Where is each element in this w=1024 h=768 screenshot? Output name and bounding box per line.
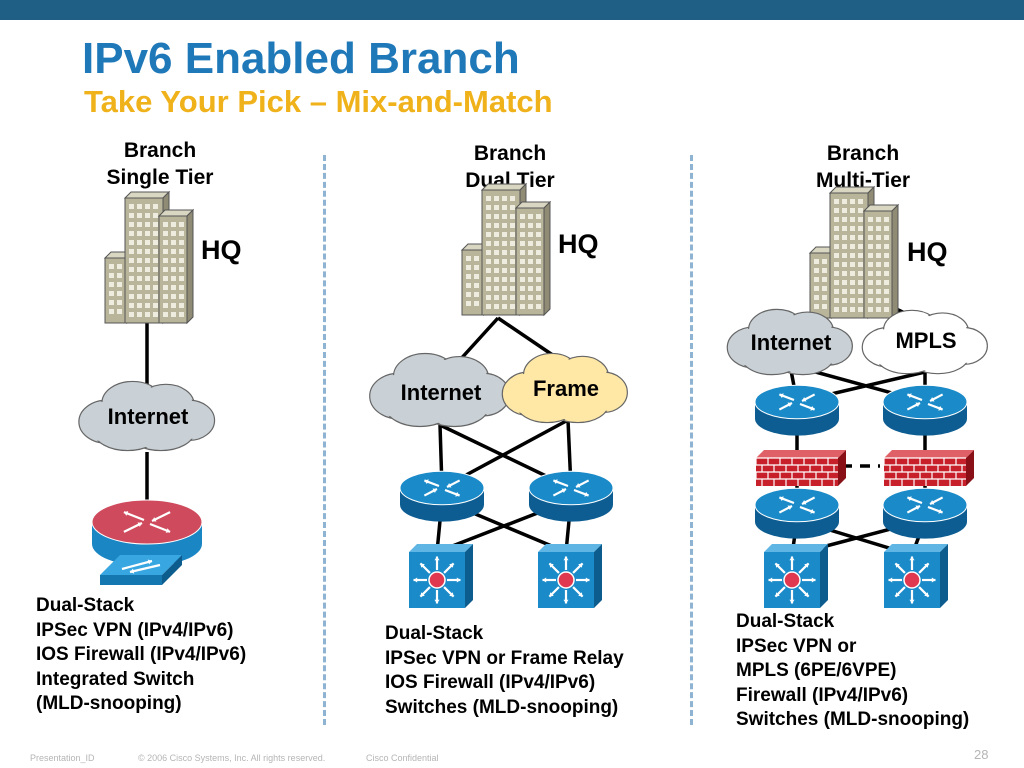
- firewall-icon: [755, 450, 846, 486]
- lan-switch-icon: [100, 555, 182, 585]
- description-line: IPSec VPN or: [736, 635, 857, 657]
- description-line: IOS Firewall (IPv4/IPv6): [385, 672, 596, 693]
- multilayer-switch-icon: [409, 544, 473, 608]
- building-icon: [808, 185, 900, 320]
- description-line: (MLD-snooping): [36, 693, 182, 714]
- slide-subtitle: Take Your Pick – Mix-and-Match: [84, 84, 553, 119]
- cloud-icon: Internet: [78, 380, 216, 452]
- description-line: Dual-Stack: [736, 611, 835, 632]
- column-header-single-tier: Branch Single Tier: [80, 137, 240, 191]
- building-icon: [103, 190, 195, 325]
- router-icon: [528, 470, 614, 522]
- router-icon: [754, 384, 840, 436]
- description-dual-tier: Dual-Stack IPSec VPN or Frame Relay IOS …: [385, 622, 624, 720]
- description-line: IPSec VPN (IPv4/IPv6): [36, 619, 234, 641]
- cloud-icon: Internet: [369, 352, 511, 428]
- cloud-label: Internet: [108, 404, 189, 429]
- header-line: Multi-Tier: [815, 169, 911, 192]
- description-line: Firewall (IPv4/IPv6): [736, 684, 909, 706]
- slide-title: IPv6 Enabled Branch: [82, 34, 520, 83]
- column-separator-2: [690, 155, 693, 725]
- multilayer-switch-icon: [538, 544, 602, 608]
- cloud-label: Internet: [751, 330, 832, 355]
- router-icon: [754, 487, 840, 539]
- description-multi-tier: Dual-Stack IPSec VPN or MPLS (6PE/6VPE) …: [736, 610, 969, 733]
- column-separator-1: [323, 155, 326, 725]
- description-line: Switches (MLD-snooping): [385, 696, 619, 718]
- link-line: [456, 316, 500, 364]
- cloud-label: Internet: [401, 380, 482, 405]
- hq-label-dual-tier: HQ: [558, 229, 599, 259]
- cloud-icon: MPLS: [861, 309, 988, 375]
- multilayer-switch-icon: [884, 544, 948, 608]
- header-line: Branch: [826, 142, 900, 165]
- header-line: Branch: [123, 139, 197, 162]
- cloud-label: Frame: [533, 376, 599, 401]
- router-icon: [882, 384, 968, 436]
- description-line: Dual-Stack: [36, 595, 135, 616]
- router-icon: [882, 487, 968, 539]
- description-line: MPLS (6PE/6VPE): [736, 660, 897, 681]
- description-line: Dual-Stack: [385, 623, 484, 644]
- cloud-label: MPLS: [895, 328, 956, 353]
- description-single-tier: Dual-Stack IPSec VPN (IPv4/IPv6) IOS Fir…: [36, 594, 246, 717]
- cloud-icon: Internet: [726, 308, 853, 376]
- firewall-icon: [883, 450, 974, 486]
- header-line: Branch: [473, 142, 547, 165]
- hq-label-multi-tier: HQ: [907, 237, 948, 267]
- footer-copyright: © 2006 Cisco Systems, Inc. All rights re…: [138, 753, 326, 763]
- footer-presentation-id: Presentation_ID: [30, 753, 95, 763]
- column-header-multi-tier: Branch Multi-Tier: [783, 140, 943, 194]
- description-line: IPSec VPN or Frame Relay: [385, 647, 624, 669]
- cloud-icon: Frame: [501, 352, 628, 424]
- description-line: IOS Firewall (IPv4/IPv6): [36, 644, 247, 665]
- router-icon: [399, 470, 485, 522]
- building-icon: [460, 182, 552, 317]
- description-line: Switches (MLD-snooping): [736, 709, 970, 730]
- hq-label-single-tier: HQ: [201, 235, 242, 265]
- multilayer-switch-icon: [764, 544, 828, 608]
- top-banner: [0, 0, 1024, 20]
- description-line: Integrated Switch: [36, 668, 195, 690]
- header-line: Single Tier: [106, 166, 214, 189]
- footer-confidential: Cisco Confidential: [366, 753, 439, 763]
- page-number: 28: [974, 747, 989, 762]
